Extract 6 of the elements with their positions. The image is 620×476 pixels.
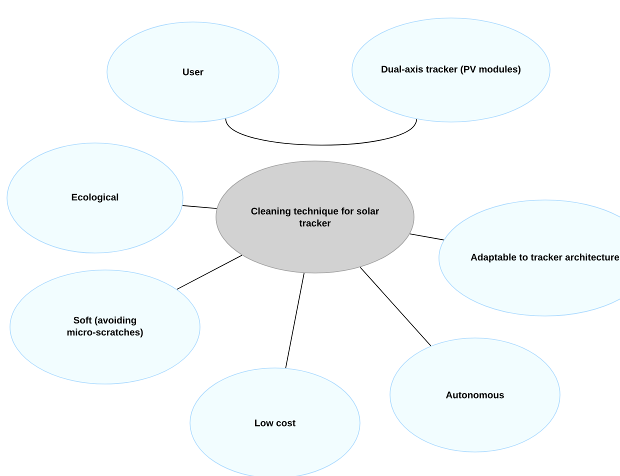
connector-line <box>176 254 242 290</box>
connector-line <box>225 118 417 146</box>
connector-line <box>360 266 432 346</box>
connector-line <box>285 272 305 368</box>
connector-line <box>409 234 444 240</box>
connector-line <box>182 205 218 209</box>
